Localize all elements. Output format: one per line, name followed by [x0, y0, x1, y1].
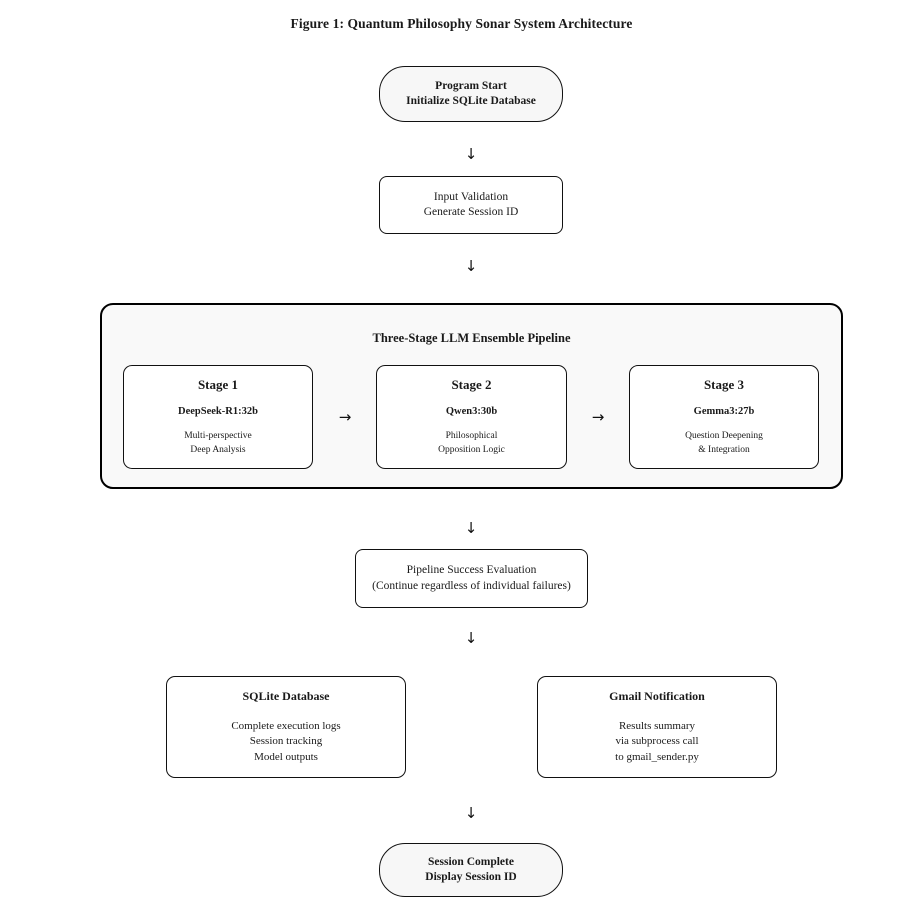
node-input-validation-line2: Generate Session ID: [423, 206, 519, 218]
node-session-complete[interactable]: Session Complete Display Session ID: [379, 843, 563, 897]
arrow-right-icon-2: →: [591, 408, 605, 426]
node-sqlite-line1: Complete execution logs: [231, 720, 341, 733]
node-gmail-notification[interactable]: Gmail Notification Results summary via s…: [537, 676, 777, 778]
node-input-validation-line1: Input Validation: [433, 190, 509, 203]
arrow-down-icon-4: ↓: [464, 629, 478, 647]
node-session-complete-line2: Display Session ID: [425, 871, 517, 883]
node-gmail-line2: via subprocess call: [615, 735, 699, 748]
stage-1-title: Stage 1: [197, 377, 239, 393]
stage-box-3[interactable]: Stage 3 Gemma3:27b Question Deepening & …: [629, 365, 819, 469]
node-sqlite-line3: Model outputs: [254, 750, 318, 763]
node-program-start-line1: Program Start: [435, 79, 507, 92]
figure-title: Figure 1: Quantum Philosophy Sonar Syste…: [290, 16, 633, 31]
node-evaluation-line2: (Continue regardless of individual failu…: [372, 579, 571, 592]
node-session-complete-line1: Session Complete: [428, 855, 514, 868]
node-input-validation[interactable]: Input Validation Generate Session ID: [379, 176, 563, 234]
stage-2-desc-line2: Opposition Logic: [438, 444, 505, 455]
stage-1-desc-line1: Multi-perspective: [184, 431, 252, 442]
stage-2-model: Qwen3:30b: [445, 406, 498, 418]
stage-2-desc-line1: Philosophical: [445, 431, 498, 442]
node-evaluation-line1: Pipeline Success Evaluation: [406, 564, 537, 577]
node-sqlite-database[interactable]: SQLite Database Complete execution logs …: [166, 676, 406, 778]
node-program-start[interactable]: Program Start Initialize SQLite Database: [379, 66, 563, 122]
node-pipeline-success-evaluation[interactable]: Pipeline Success Evaluation (Continue re…: [355, 549, 588, 608]
node-gmail-line3: to gmail_sender.py: [615, 750, 699, 763]
node-gmail-title: Gmail Notification: [609, 689, 705, 704]
stage-box-2[interactable]: Stage 2 Qwen3:30b Philosophical Oppositi…: [376, 365, 567, 469]
stage-1-desc-line2: Deep Analysis: [190, 444, 246, 455]
arrow-down-icon-3: ↓: [464, 519, 478, 537]
arrow-down-icon-5: ↓: [464, 804, 478, 822]
pipeline-title: Three-Stage LLM Ensemble Pipeline: [372, 331, 571, 345]
stage-1-model: DeepSeek-R1:32b: [178, 406, 258, 418]
node-sqlite-title: SQLite Database: [242, 689, 330, 704]
stage-3-model: Gemma3:27b: [693, 406, 755, 418]
arrow-right-icon-1: →: [338, 408, 352, 426]
stage-2-title: Stage 2: [451, 377, 492, 393]
node-sqlite-line2: Session tracking: [249, 735, 323, 748]
arrow-down-icon-1: ↓: [464, 145, 478, 163]
arrow-down-icon-2: ↓: [464, 257, 478, 275]
node-gmail-line1: Results summary: [618, 720, 696, 733]
stage-box-1[interactable]: Stage 1 DeepSeek-R1:32b Multi-perspectiv…: [123, 365, 313, 469]
node-program-start-line2: Initialize SQLite Database: [406, 95, 536, 107]
stage-3-title: Stage 3: [703, 377, 745, 393]
stage-3-desc-line2: & Integration: [698, 444, 750, 455]
stage-3-desc-line1: Question Deepening: [685, 431, 763, 442]
